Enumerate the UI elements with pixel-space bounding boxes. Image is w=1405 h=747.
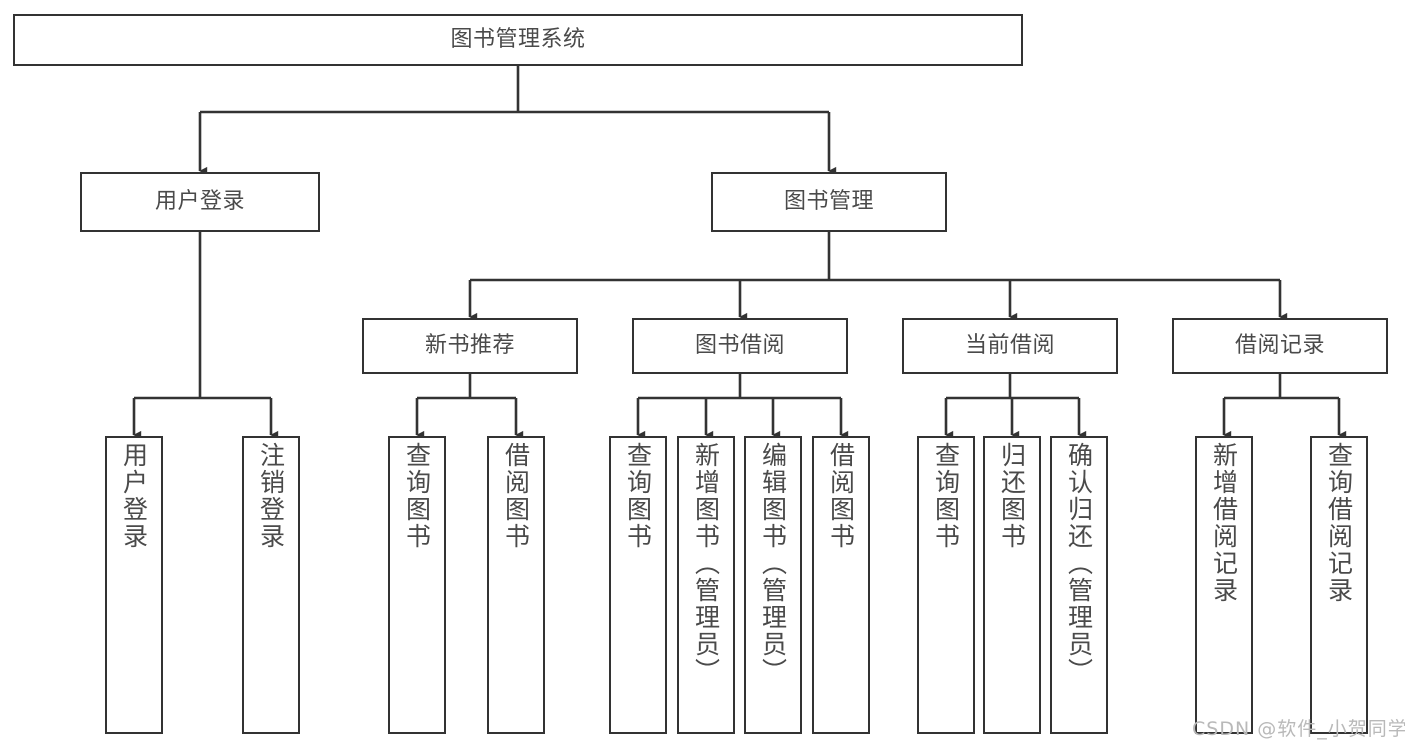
leaf-node-leaf-edit-book[interactable]: 编辑图书（管理员） [744,436,802,734]
node-label: 新书推荐 [424,332,515,358]
leaf-node-leaf-borrow-book-1[interactable]: 借阅图书 [487,436,545,734]
leaf-node-leaf-query-book-1[interactable]: 查询图书 [388,436,446,734]
node-label: 查询图书 [931,442,961,550]
level1-node-book-manage[interactable]: 图书管理 [711,172,947,232]
node-label: 新增图书（管理员） [691,442,721,685]
node-label: 确认归还（管理员） [1064,442,1094,685]
csdn-watermark: CSDN @软件_小贺同学 [1192,718,1405,740]
node-label: 新增借阅记录 [1209,442,1239,604]
node-label: 查询图书 [402,442,432,550]
level2-node-new-book-recommend[interactable]: 新书推荐 [362,318,578,374]
leaf-node-leaf-borrow-book-2[interactable]: 借阅图书 [812,436,870,734]
node-label: 用户登录 [154,188,245,214]
node-label: 编辑图书（管理员） [758,442,788,685]
leaf-node-leaf-confirm-return[interactable]: 确认归还（管理员） [1050,436,1108,734]
node-label: 图书管理 [783,188,874,214]
leaf-node-leaf-query-record[interactable]: 查询借阅记录 [1310,436,1368,734]
level2-node-book-borrow[interactable]: 图书借阅 [632,318,848,374]
node-label: 借阅图书 [501,442,531,550]
leaf-node-leaf-query-book-3[interactable]: 查询图书 [917,436,975,734]
node-label: 查询图书 [623,442,653,550]
level1-node-user-login[interactable]: 用户登录 [80,172,320,232]
leaf-node-leaf-user-login[interactable]: 用户登录 [105,436,163,734]
node-label: 查询借阅记录 [1324,442,1354,604]
node-label: 用户登录 [119,442,149,550]
level2-node-current-borrow[interactable]: 当前借阅 [902,318,1118,374]
leaf-node-leaf-return-book[interactable]: 归还图书 [983,436,1041,734]
leaf-node-leaf-add-book[interactable]: 新增图书（管理员） [677,436,735,734]
node-label: 归还图书 [997,442,1027,550]
leaf-node-leaf-add-record[interactable]: 新增借阅记录 [1195,436,1253,734]
node-label: 借阅记录 [1234,332,1325,358]
level2-node-borrow-record[interactable]: 借阅记录 [1172,318,1388,374]
node-label: 借阅图书 [826,442,856,550]
node-label: 图书借阅 [694,332,785,358]
node-label: 当前借阅 [964,332,1055,358]
leaf-node-leaf-query-book-2[interactable]: 查询图书 [609,436,667,734]
node-label: 注销登录 [256,442,286,550]
node-label: 图书管理系统 [450,26,586,52]
leaf-node-leaf-logout-login[interactable]: 注销登录 [242,436,300,734]
root-node-root[interactable]: 图书管理系统 [13,14,1023,66]
